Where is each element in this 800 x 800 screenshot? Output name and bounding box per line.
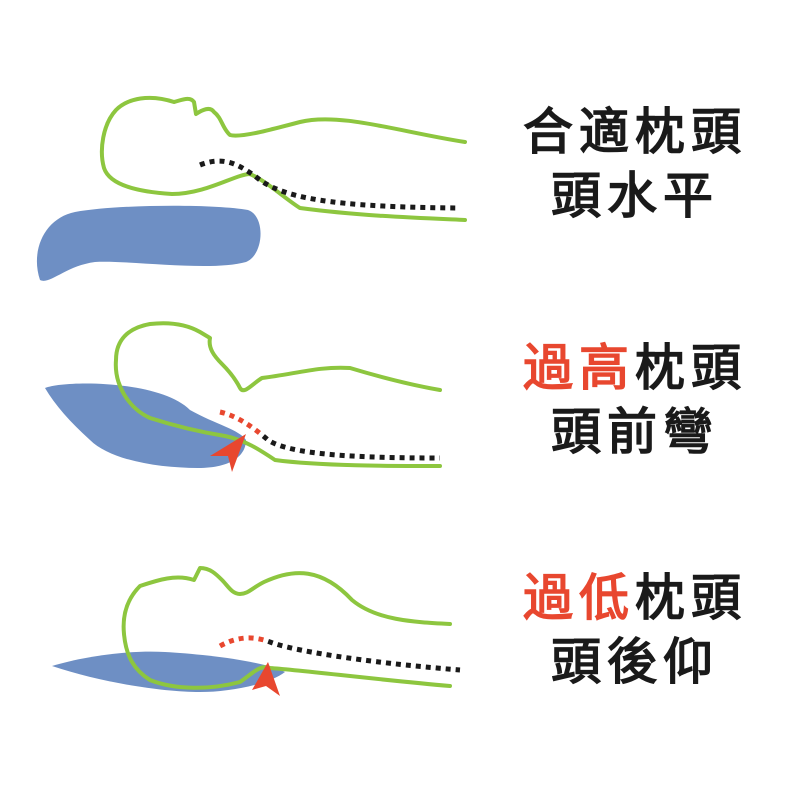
proper-pillow-subtitle: 頭水平 (551, 167, 719, 225)
spine-dotted-line (219, 409, 441, 461)
spine-misaligned-segment (218, 635, 461, 673)
high-pillow-label: 過高枕頭 頭前彎 (505, 336, 765, 464)
high-pillow-figure (45, 321, 442, 472)
neck-pressure-arrow (252, 662, 280, 696)
low-pillow-figure (52, 566, 461, 696)
pillow (45, 383, 246, 468)
pillow (36, 205, 261, 281)
spine-misaligned-segment (219, 409, 441, 461)
low-pillow-label: 過低枕頭 頭後仰 (505, 566, 765, 694)
head-outline (100, 95, 467, 222)
spine-dotted-line (218, 635, 461, 673)
spine-dotted-line (199, 158, 461, 211)
low-pillow-subtitle: 頭後仰 (551, 633, 719, 691)
neck-pressure-arrow (210, 434, 246, 472)
proper-pillow-figure (36, 95, 467, 281)
high-pillow-subtitle: 頭前彎 (551, 403, 719, 461)
proper-pillow-title: 合適枕頭 (523, 103, 747, 161)
high-pillow-title: 過高枕頭 (523, 339, 747, 397)
pillow (52, 651, 285, 692)
low-pillow-title: 過低枕頭 (523, 569, 747, 627)
head-outline (121, 566, 452, 690)
proper-pillow-label: 合適枕頭 頭水平 (505, 100, 765, 228)
head-outline (113, 321, 442, 468)
